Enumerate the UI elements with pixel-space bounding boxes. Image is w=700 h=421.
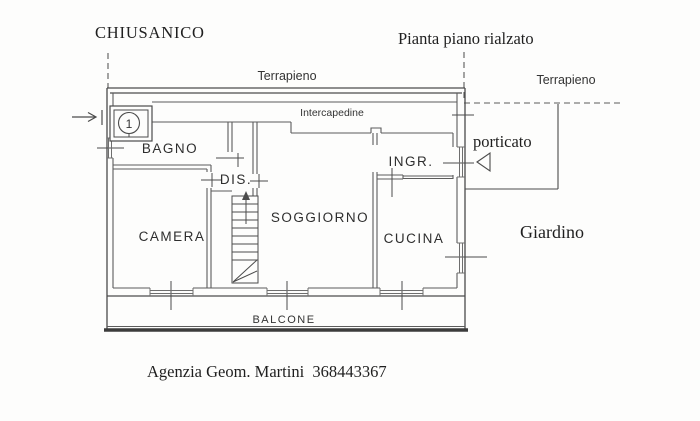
door-swing-icon [476, 151, 491, 173]
room-label-camera: CAMERA [139, 229, 206, 244]
title-plan-name: Pianta piano rialzato [398, 29, 534, 48]
room-label-ingresso: INGR. [388, 154, 433, 169]
label-intercapedine: Intercapedine [300, 107, 364, 119]
entrance-door [457, 146, 465, 178]
label-porticato: porticato [473, 132, 532, 151]
footer-agency: Agenzia Geom. Martini 368443367 [147, 362, 387, 381]
title-locality: CHIUSANICO [95, 23, 205, 42]
balcony [104, 326, 468, 332]
dis-right-door-tick [250, 174, 268, 188]
interior-walls [113, 122, 454, 288]
windows-and-doors [107, 137, 465, 296]
stair-outline [231, 195, 259, 284]
label-terrapieno-right: Terrapieno [536, 73, 595, 87]
porticato-outline [465, 104, 559, 190]
room-label-cucina: CUCINA [384, 231, 445, 246]
building-outer-walls [106, 87, 466, 329]
staircase [231, 191, 259, 284]
entrance-marker: 1 [109, 105, 153, 142]
stair-arrow-head-icon [242, 191, 250, 200]
entrance-arrow-icon [72, 110, 103, 125]
room-label-dis: DIS. [220, 172, 252, 187]
label-balcone: BALCONE [252, 314, 315, 326]
intercapedine-wall [152, 101, 457, 147]
bagno-window [107, 137, 113, 159]
entrance-number-label: 1 [126, 117, 133, 131]
label-terrapieno-left: Terrapieno [257, 69, 316, 83]
stair-winders [232, 259, 258, 283]
room-label-soggiorno: SOGGIORNO [271, 210, 369, 225]
dis-left-door-tick [201, 173, 222, 187]
stair-treads [232, 203, 258, 261]
cucina-side-window [457, 242, 465, 274]
label-giardino: Giardino [520, 222, 584, 242]
soggiorno-window [266, 288, 309, 296]
camera-window [149, 288, 194, 296]
room-label-bagno: BAGNO [142, 141, 198, 156]
opening-ticks [97, 114, 487, 310]
section-dashed-lines [107, 52, 621, 104]
cucina-bottom-window [379, 288, 424, 296]
